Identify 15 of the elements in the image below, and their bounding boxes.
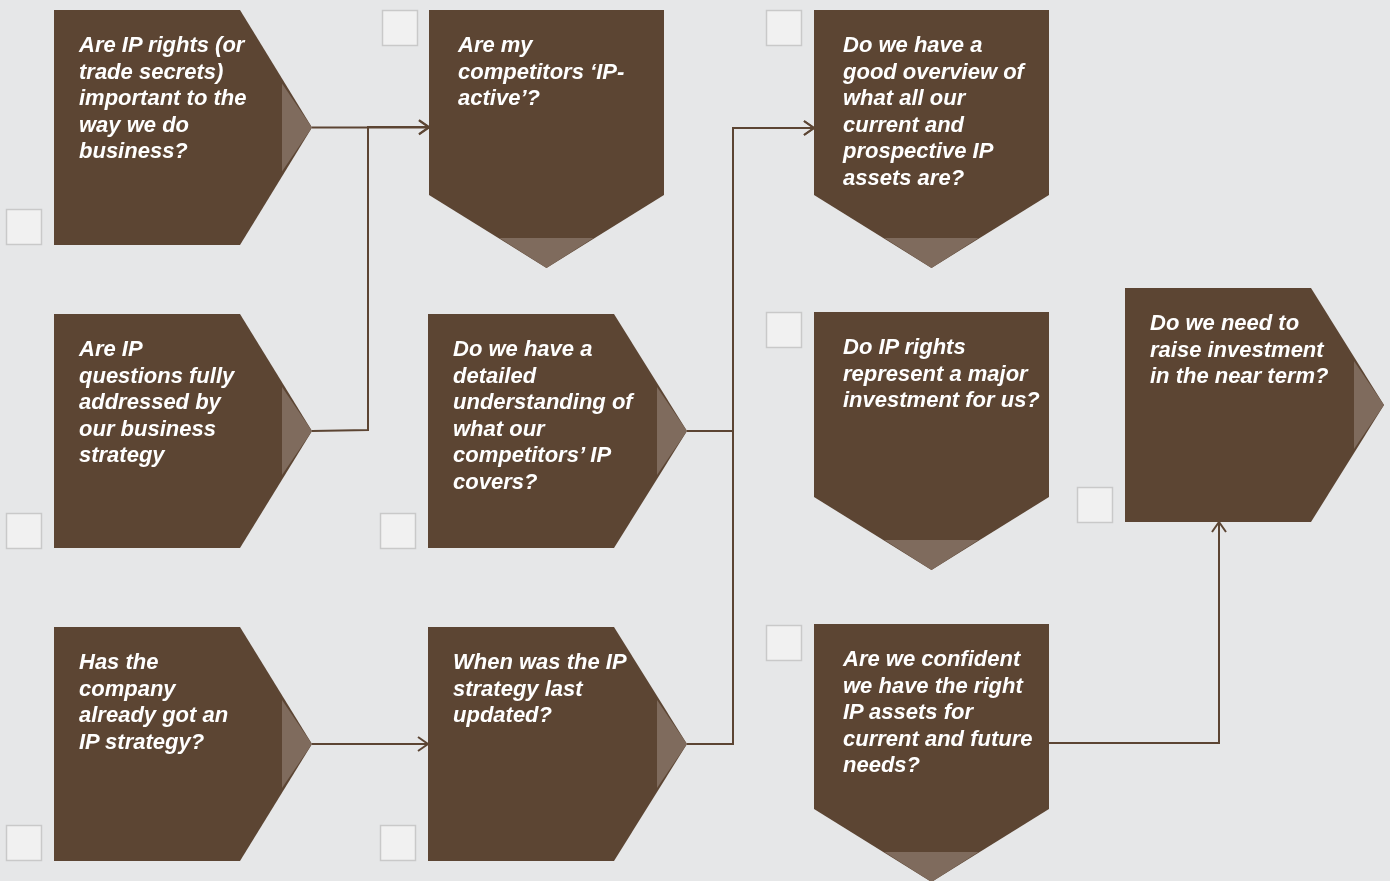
question-text: Are my competitors ‘IP-active’? (458, 32, 626, 112)
question-text: Has the company already got an IP strategy? (79, 649, 230, 755)
question-text: Do we have a good overview of what all our current and prospective IP assets are? (843, 32, 1027, 191)
arrow (311, 736, 429, 752)
question-text: Are we confident we have the right IP assets for current and future needs? (843, 646, 1034, 779)
question-text: When was the IP strategy last updated? (453, 649, 628, 729)
question-text: Are IP rights (or trade secrets) important to the way we do business? (79, 32, 248, 165)
arrow (686, 120, 815, 745)
arrow (311, 119, 430, 432)
question-text: Are IP questions fully addressed by our business strategy (79, 336, 236, 469)
question-text: Do IP rights represent a major investment for us? (843, 334, 1041, 414)
question-text: Do we have a detailed understanding of what our competitors’ IP covers? (453, 336, 633, 495)
arrow (311, 119, 430, 136)
question-text: Do we need to raise investment in the near term? (1150, 310, 1330, 390)
arrow (1048, 521, 1227, 744)
